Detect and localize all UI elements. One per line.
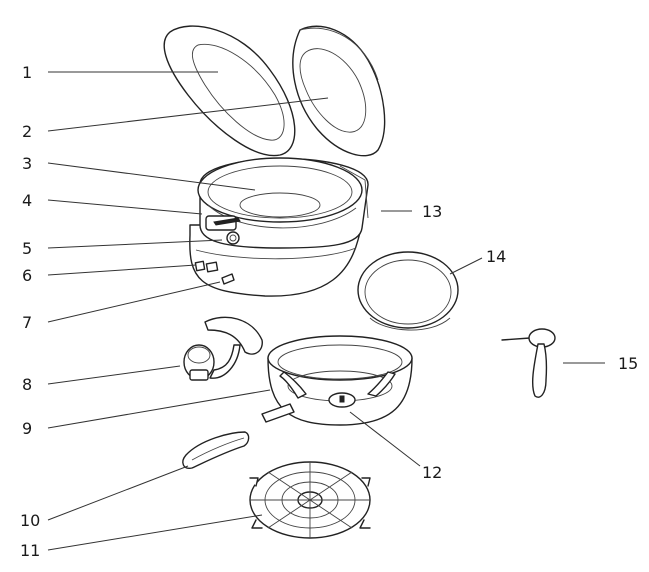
label-15: 15 <box>618 354 638 373</box>
label-11: 11 <box>20 541 40 560</box>
stirring-paddle <box>184 317 262 380</box>
label-6: 6 <box>22 266 32 285</box>
inner-lid <box>293 26 385 155</box>
label-4: 4 <box>22 191 32 210</box>
label-8: 8 <box>22 375 32 394</box>
grill-rack <box>250 462 370 538</box>
label-14: 14 <box>486 247 506 266</box>
outer-lid <box>164 26 295 155</box>
label-3: 3 <box>22 154 32 173</box>
label-12: 12 <box>422 463 442 482</box>
label-5: 5 <box>22 239 32 258</box>
inner-bowl <box>358 252 458 330</box>
label-9: 9 <box>22 419 32 438</box>
measuring-spoon <box>502 329 555 397</box>
label-13: 13 <box>422 202 442 221</box>
label-10: 10 <box>20 511 40 530</box>
label-7: 7 <box>22 313 32 332</box>
label-2: 2 <box>22 122 32 141</box>
label-1: 1 <box>22 63 32 82</box>
basket-handle <box>183 432 249 468</box>
frying-basket <box>262 336 412 425</box>
main-housing <box>190 158 368 296</box>
